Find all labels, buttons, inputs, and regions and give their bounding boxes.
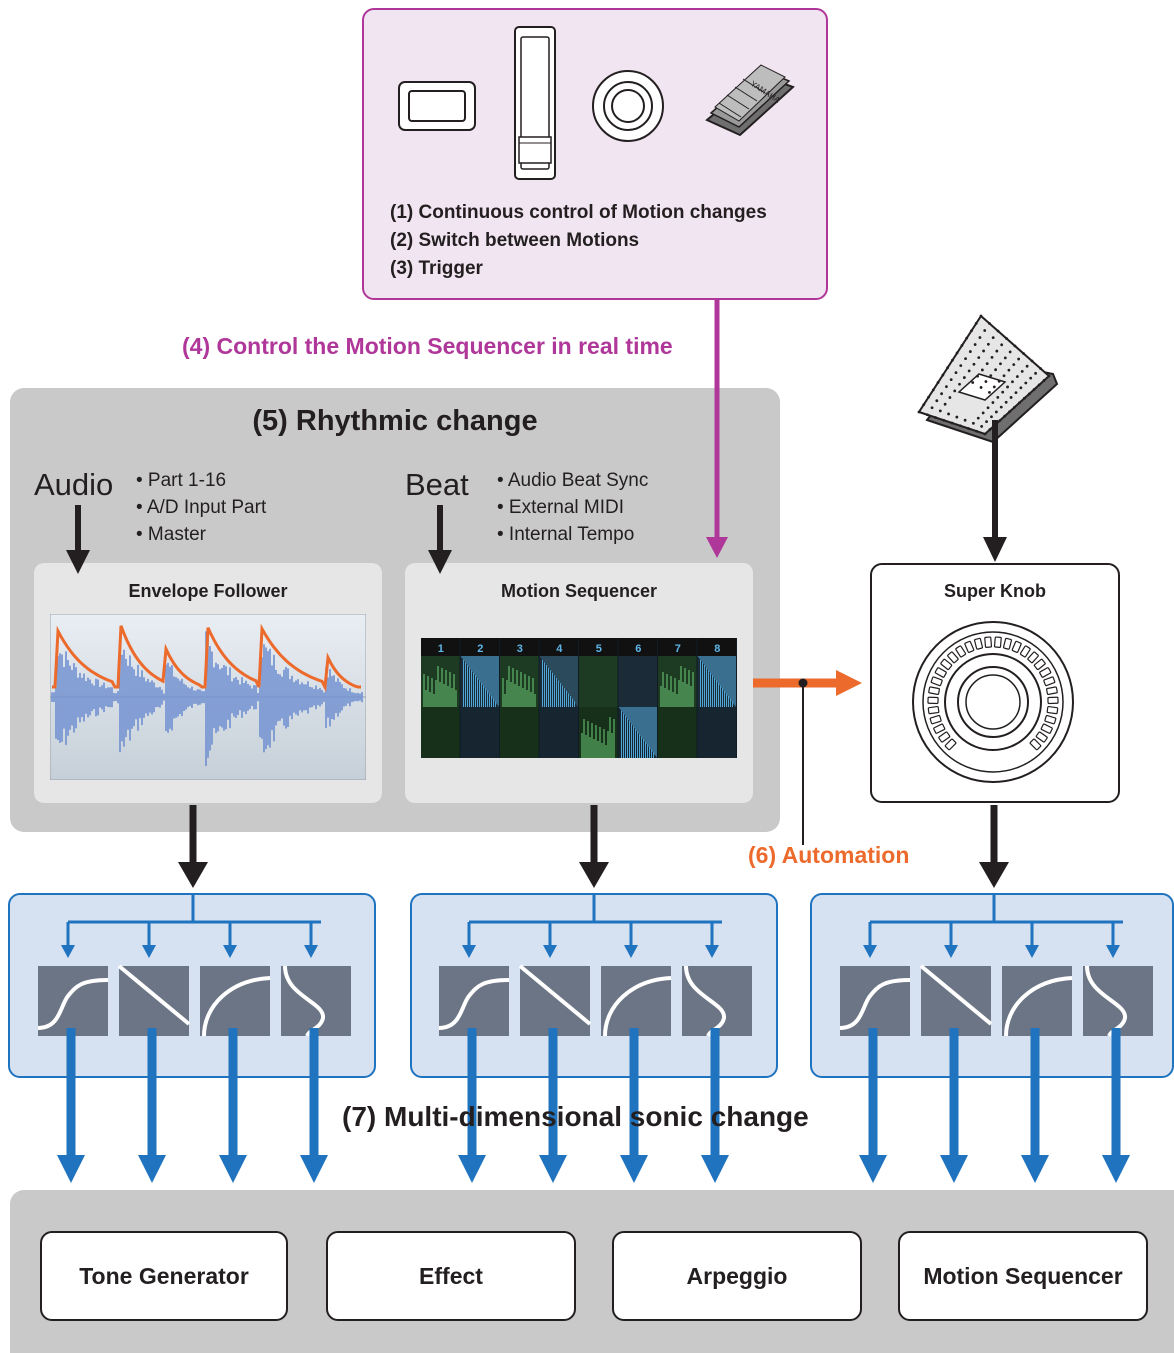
audio-source-item: • Part 1-16 [136, 470, 227, 491]
lane-number: 1 [438, 643, 444, 655]
audio-source-item: • A/D Input Part [136, 497, 267, 518]
curve-tile [1083, 966, 1153, 1036]
control-arrow-head [706, 537, 728, 558]
foot-switch-icon: YAMAHA [705, 64, 795, 137]
lane-number: 3 [517, 643, 523, 655]
lane-number: 8 [714, 643, 720, 655]
super-knob-icon[interactable] [908, 617, 1078, 787]
curve-tile [200, 966, 270, 1036]
controllers-icons: YAMAHA [398, 26, 795, 180]
curve-tile [281, 966, 351, 1036]
lane-number: 7 [675, 643, 681, 655]
knob-led-ring [927, 636, 1059, 751]
destination-tone-generator: Tone Generator [40, 1231, 288, 1321]
multi-dimensional-label: (7) Multi-dimensional sonic change [342, 1101, 809, 1132]
envelope-line [52, 623, 361, 693]
audio-label: Audio [34, 467, 114, 502]
lane-number: 4 [556, 643, 563, 655]
curve-tile [601, 966, 671, 1036]
waveform-bars [51, 631, 363, 766]
beat-source-item: • Audio Beat Sync [497, 470, 649, 491]
controller-line-1: (1) Continuous control of Motion changes [390, 202, 767, 223]
automation-label: (6) Automation [748, 842, 910, 868]
destination-motion-sequencer: Motion Sequencer [898, 1231, 1148, 1321]
super-knob-title: Super Knob [944, 581, 1046, 601]
destination-arpeggio: Arpeggio [612, 1231, 862, 1321]
audio-source-item: • Master [136, 524, 206, 545]
controller-line-3: (3) Trigger [390, 258, 483, 279]
controller-line-2: (2) Switch between Motions [390, 230, 640, 251]
button-icon [398, 81, 476, 131]
controllers-box [362, 8, 828, 300]
slider-icon [514, 26, 556, 180]
motion-lanes: 1 2 3 4 5 6 7 8 [421, 638, 736, 758]
curve-tile [682, 966, 752, 1036]
round-button-icon [592, 70, 664, 142]
control-realtime-label: (4) Control the Motion Sequencer in real… [182, 333, 673, 359]
envelope-waveform [50, 614, 366, 780]
beat-sources-list: • Audio Beat Sync • External MIDI • Inte… [497, 467, 648, 548]
beat-source-item: • Internal Tempo [497, 524, 635, 545]
audio-sources-list: • Part 1-16 • A/D Input Part • Master [136, 467, 266, 548]
controllers-lines: (1) Continuous control of Motion changes… [390, 199, 767, 283]
lane-number: 2 [477, 643, 483, 655]
curve-tile [1002, 966, 1072, 1036]
beat-source-item: • External MIDI [497, 497, 625, 518]
motion-lanes-graphic: 1 2 3 4 5 6 7 8 [421, 638, 737, 758]
lane-number: 6 [635, 643, 641, 655]
destination-effect: Effect [326, 1231, 576, 1321]
motion-sequencer-title: Motion Sequencer [500, 581, 657, 601]
beat-label: Beat [405, 467, 469, 502]
rhythmic-change-title: (5) Rhythmic change [252, 405, 538, 437]
envelope-follower-title: Envelope Follower [128, 581, 288, 601]
lane-number: 5 [596, 643, 602, 655]
foot-controller-icon [917, 314, 1059, 444]
